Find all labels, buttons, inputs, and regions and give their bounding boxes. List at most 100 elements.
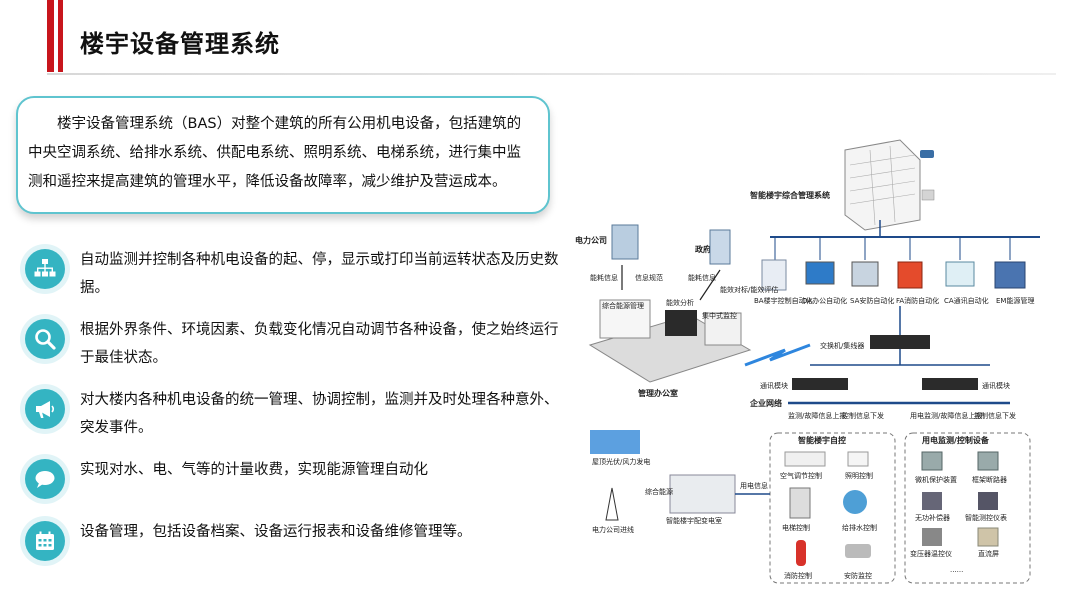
feature-item: 自动监测并控制各种机电设备的起、停，显示或打印当前运转状态及历史数据。 (20, 244, 560, 302)
center-label: 能效分析 (666, 298, 694, 307)
feature-text: 实现对水、电、气等的计量收费，实现能源管理自动化 (80, 462, 428, 478)
magnifier-icon (35, 329, 56, 350)
subsystem-label: BA楼宇控制自动化 (754, 296, 813, 305)
intro-box: 楼宇设备管理系统（BAS）对整个建筑的所有公用机电设备，包括建筑的中央空调系统、… (16, 96, 550, 214)
device-icon (921, 451, 943, 471)
device-icon (977, 527, 999, 547)
intro-text: 楼宇设备管理系统（BAS）对整个建筑的所有公用机电设备，包括建筑的中央空调系统、… (28, 116, 522, 190)
center-label: 集中式监控 (702, 311, 737, 320)
icon-badge (20, 244, 70, 294)
device-label: 安防监控 (844, 571, 872, 580)
org-chart-icon (34, 259, 56, 277)
uplink-label: 控制信息下发 (974, 411, 1016, 420)
subsystem-ba: BA楼宇控制自动化 (754, 237, 813, 305)
page-title: 楼宇设备管理系统 (80, 30, 280, 58)
subsystem-sa: SA安防自动化 (850, 237, 894, 305)
device-label: 给排水控制 (842, 523, 877, 532)
camera-icon (845, 544, 871, 558)
comm-module-label: 通讯模块 (982, 381, 1010, 390)
arrow-label: 能耗信息 (688, 273, 716, 282)
switch-icon (870, 335, 930, 349)
lamp-icon (847, 451, 869, 467)
building-icon (611, 224, 639, 260)
system-diagram: 智能楼宇综合管理系统 BA楼宇控制自动化 OA办公自动化 SA安防自动化 FA消… (570, 120, 1070, 590)
feature-text: 设备管理，包括设备档案、设备运行报表和设备维修管理等。 (80, 524, 472, 540)
subsystem-label: CA通讯自动化 (944, 296, 989, 305)
box-title: 智能楼宇自控 (798, 435, 846, 445)
subsystem-em: EM能源管理 (994, 237, 1034, 305)
solar-panel-icon (590, 430, 640, 454)
flow-label: 综合能源 (645, 487, 673, 496)
government-label: 政府 (695, 244, 711, 254)
comm-module-icon (922, 378, 978, 390)
megaphone-icon (36, 401, 55, 418)
comm-module-label: 通讯模块 (760, 381, 788, 390)
subsystem-label: FA消防自动化 (896, 296, 939, 305)
feature-item: 对大楼内各种机电设备的统一管理、协调控制，监测并及时处理各种意外、突发事件。 (20, 384, 560, 442)
subsystem-oa: OA办公自动化 (802, 237, 847, 305)
device-label: 变压器温控仪 (910, 549, 952, 558)
device-icon (922, 528, 942, 546)
icon-badge (20, 314, 70, 364)
device-label: 消防控制 (784, 571, 812, 580)
pump-icon (843, 490, 867, 514)
substation-label: 智能楼宇配变电室 (666, 516, 722, 525)
switch-label: 交换机/集线器 (820, 341, 864, 350)
elevator-icon (789, 487, 811, 519)
arrow-label: 能效对标/能效评估 (720, 285, 778, 294)
device-label: 电梯控制 (782, 523, 810, 532)
building-control-box (769, 432, 896, 584)
power-monitor-box (904, 432, 1031, 584)
accent-bar (47, 0, 54, 72)
calendar-icon (36, 531, 54, 550)
subsystem-label: OA办公自动化 (802, 296, 847, 305)
network-link (744, 343, 811, 367)
device-icon (978, 492, 998, 510)
diagram-label: 智能楼宇综合管理系统 (750, 190, 830, 200)
device-label: 无功补偿器 (915, 513, 950, 522)
subsystem-fa: FA消防自动化 (896, 237, 939, 305)
device-label: ...... (950, 566, 963, 574)
source-label: 屋顶光伏/风力发电 (592, 457, 650, 466)
arrow-label: 信息规范 (635, 273, 663, 282)
office-label: 管理办公室 (638, 388, 678, 398)
device-label: 智能测控仪表 (965, 513, 1007, 522)
power-company-label: 电力公司 (575, 235, 607, 245)
speech-bubble-icon (35, 471, 55, 488)
device-label: 空气调节控制 (780, 471, 822, 480)
icon-badge (20, 516, 70, 566)
building-icon (844, 139, 935, 231)
center-label: 综合能源管理 (602, 301, 644, 310)
feature-text: 自动监测并控制各种机电设备的起、停，显示或打印当前运转状态及历史数据。 (80, 252, 559, 296)
device-label: 微机保护装置 (915, 475, 957, 484)
building-icon (709, 229, 731, 265)
box-title: 用电监测/控制设备 (921, 435, 990, 445)
power-tower-icon (605, 487, 619, 521)
ac-unit-icon (784, 451, 826, 467)
accent-bar (58, 0, 63, 72)
uplink-label: 控制信息下发 (842, 411, 884, 420)
arrow-label: 能耗信息 (590, 273, 618, 282)
comm-module-icon (792, 378, 848, 390)
feature-item: 设备管理，包括设备档案、设备运行报表和设备维修管理等。 (20, 516, 560, 574)
icon-badge (20, 384, 70, 434)
device-label: 框架断路器 (972, 475, 1007, 484)
device-label: 照明控制 (845, 471, 873, 480)
source-label: 电力公司进线 (592, 525, 634, 534)
feature-item: 根据外界条件、环境因素、负载变化情况自动调节各种设备，使之始终运行于最佳状态。 (20, 314, 560, 372)
feature-text: 对大楼内各种机电设备的统一管理、协调控制，监测并及时处理各种意外、突发事件。 (80, 392, 559, 436)
uplink-label: 用电监测/故障信息上报 (910, 411, 982, 420)
flow-label: 用电信息 (740, 481, 768, 490)
feature-item: 实现对水、电、气等的计量收费，实现能源管理自动化 (20, 454, 560, 512)
device-icon (922, 492, 942, 510)
switchgear-icon (669, 474, 736, 514)
extinguisher-icon (796, 540, 806, 566)
subsystem-label: EM能源管理 (996, 296, 1034, 305)
subsystem-label: SA安防自动化 (850, 296, 894, 305)
icon-badge (20, 454, 70, 504)
device-label: 直流屏 (978, 549, 999, 558)
system-diagram-canvas: 智能楼宇综合管理系统 BA楼宇控制自动化 OA办公自动化 SA安防自动化 FA消… (575, 139, 1040, 584)
uplink-label: 监测/故障信息上报 (788, 411, 846, 420)
subsystem-ca: CA通讯自动化 (944, 237, 989, 305)
feature-text: 根据外界条件、环境因素、负载变化情况自动调节各种设备，使之始终运行于最佳状态。 (80, 322, 559, 366)
